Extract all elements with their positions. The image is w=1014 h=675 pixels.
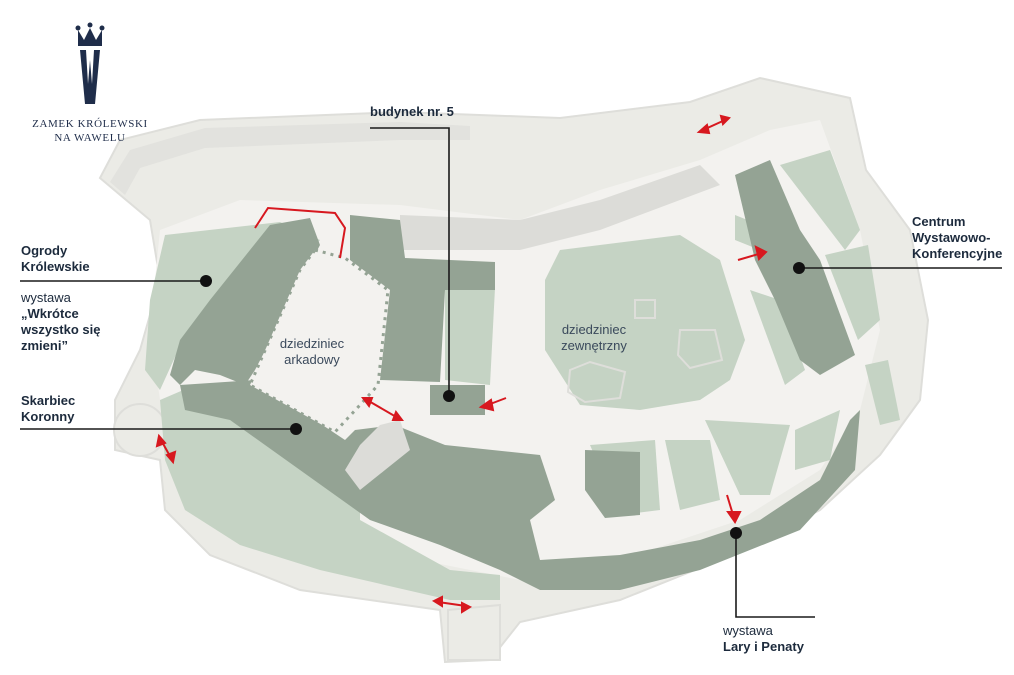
courtyard-bldg-north xyxy=(345,420,410,490)
label-skarbiec-2: Koronny xyxy=(21,409,75,424)
label-ogrody-sub-3: wszystko się xyxy=(21,322,101,337)
label-ogrody-title-2: Królewskie xyxy=(21,259,90,274)
double-arrow-south xyxy=(431,595,473,614)
double-arrow-west xyxy=(155,433,177,465)
leader-lary xyxy=(735,533,815,618)
label-ogrody-sub-1: wystawa xyxy=(21,290,71,305)
arcaded-courtyard xyxy=(248,248,390,434)
west-bastion xyxy=(113,403,167,457)
arrow-to-centrum xyxy=(737,245,768,261)
direction-arrows xyxy=(155,114,768,614)
double-arrow-north-gate xyxy=(696,114,731,135)
garden-east-4 xyxy=(750,290,805,385)
north-gallery xyxy=(400,165,720,250)
garden-south-3 xyxy=(705,420,790,495)
double-arrow-courtyard xyxy=(361,397,404,421)
area-arkadowy-1: dziedziniec xyxy=(279,336,345,351)
label-ogrody-sub-4: zmieni” xyxy=(21,338,68,353)
arcade-west-wing xyxy=(170,218,320,385)
garden-east-5 xyxy=(865,360,900,425)
south-wing xyxy=(180,380,860,590)
garden-bldg5 xyxy=(445,288,495,385)
label-centrum-1: Centrum xyxy=(912,214,966,229)
marker-dots xyxy=(200,262,805,539)
label-ogrody-sub-2: „Wkrótce xyxy=(21,306,79,321)
logo-line-1: ZAMEK KRÓLEWSKI xyxy=(32,118,148,130)
south-bastion xyxy=(447,603,501,661)
building-5 xyxy=(430,385,485,415)
marker-lary xyxy=(730,527,742,539)
arrow-to-building-5 xyxy=(478,397,507,412)
north-wing xyxy=(350,215,495,382)
church-ruins xyxy=(566,299,724,404)
crown-w-monogram-icon xyxy=(75,22,105,104)
ruin-3 xyxy=(634,299,656,319)
ruin-2 xyxy=(676,329,724,370)
label-centrum-2: Wystawowo- xyxy=(912,230,991,245)
royal-garden-south xyxy=(160,385,500,600)
label-skarbiec-1: Skarbiec xyxy=(21,393,76,408)
label-lary-sub: wystawa xyxy=(723,623,773,638)
marker-budynek xyxy=(443,390,455,402)
label-ogrody-title-1: Ogrody xyxy=(21,243,68,258)
area-zewnetrzny-2: zewnętrzny xyxy=(561,338,627,353)
area-arkadowy-2: arkadowy xyxy=(284,352,340,367)
marker-skarbiec xyxy=(290,423,302,435)
leader-lines xyxy=(20,127,1002,618)
marker-ogrody xyxy=(200,275,212,287)
label-lary-title: Lary i Penaty xyxy=(723,639,804,654)
marker-centrum xyxy=(793,262,805,274)
garden-south-4 xyxy=(795,410,840,470)
north-terrace xyxy=(110,122,470,195)
area-zewnetrzny-1: dziedziniec xyxy=(561,322,627,337)
label-centrum-3: Konferencyjne xyxy=(912,246,1003,261)
center-building xyxy=(585,450,640,518)
ruin-1 xyxy=(566,360,627,404)
arrow-to-lary xyxy=(726,494,742,524)
leader-budynek xyxy=(370,127,450,393)
garden-south-2 xyxy=(665,440,720,510)
garden-east-1 xyxy=(780,150,860,250)
logo-line-2: NA WAWELU xyxy=(54,132,126,144)
label-budynek: budynek nr. 5 xyxy=(370,104,454,119)
walking-route xyxy=(254,206,347,259)
